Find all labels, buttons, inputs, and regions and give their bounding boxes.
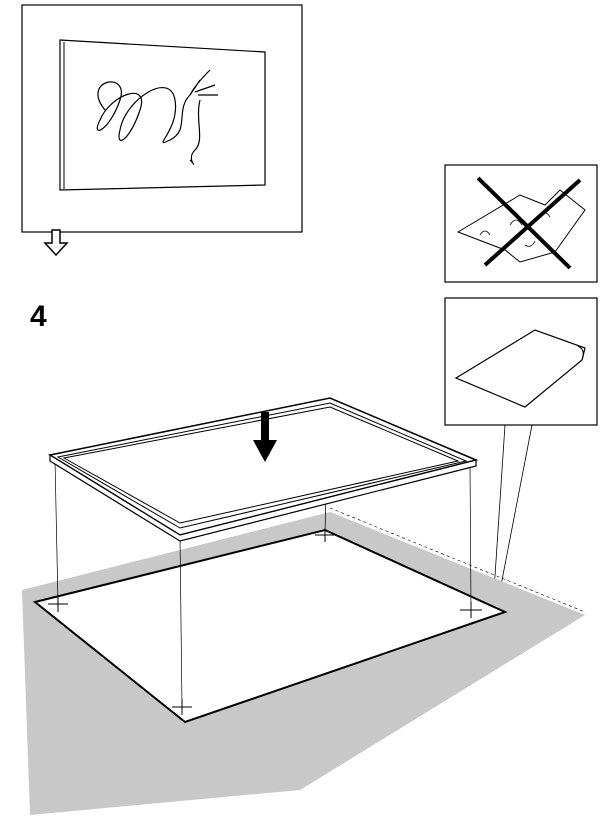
- incorrect-crumpled-paper-panel: [444, 164, 598, 283]
- next-step-arrow-icon: [43, 229, 69, 257]
- framed-picture-panel: [21, 4, 303, 233]
- correct-flat-paper-panel: [444, 297, 598, 426]
- picture-frame: [47, 397, 479, 542]
- scribble-artwork: [96, 69, 218, 165]
- cross-icon: [476, 176, 572, 270]
- down-arrow-icon: [253, 412, 277, 462]
- mat: [32, 528, 508, 724]
- step-number: 4: [30, 300, 47, 333]
